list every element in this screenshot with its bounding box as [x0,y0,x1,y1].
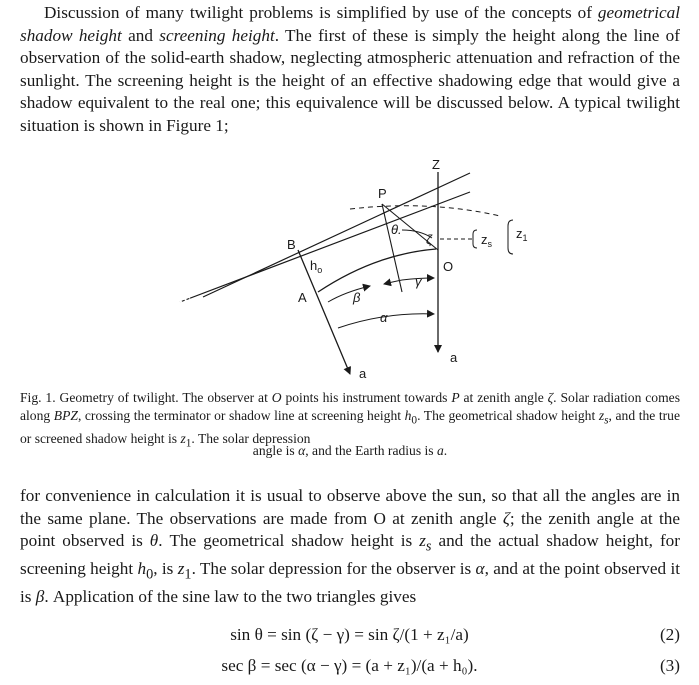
ray-lower [179,191,471,303]
figure-caption: Fig. 1. Geometry of twilight. The observ… [20,390,680,450]
label-z1: z1 [516,226,528,243]
vertical-at-p [381,203,403,293]
equation-2-number: (2) [659,625,680,644]
label-o: O [443,259,453,274]
label-zeta: ζ [426,232,433,247]
beta-arc [327,283,371,303]
label-theta: θ. [391,222,402,237]
shadow-arc-dashed [349,205,501,217]
label-ho: ho [310,258,322,275]
figure-diagram: Z P B A O θ. ζ ho zs z1 β γ α a a [179,157,528,381]
earth-surface [317,248,437,293]
gamma-arc-left [383,278,403,287]
label-a-radius-left: a [359,366,367,381]
label-a-radius-right: a [450,350,458,365]
intro-text-2: and [121,25,160,45]
term-geometrical-shadow-height: geometrical shadow height [20,3,680,45]
label-gamma: γ [415,274,423,289]
body-paragraph: for convenience in calculation it is usu… [20,486,681,607]
label-zs: zs [481,232,493,249]
equation-3-number: (3) [659,656,680,675]
figure-caption-last-line: angle is α, and the Earth radius is a. [252,443,448,458]
intro-paragraph: Discussion of many twilight problems is … [20,2,680,138]
term-screening-height: screening height [159,25,275,45]
twilight-geometry-figure: Z P B A O θ. ζ ho zs z1 β γ α a a [170,152,560,384]
label-z: Z [432,157,440,172]
equation-3: sec β = sec (α − γ) = (a + z₁)/(a + h₀).… [0,656,699,680]
label-b: B [287,237,296,252]
equation-3-body: sec β = sec (α − γ) = (a + z₁)/(a + h₀). [221,656,478,675]
intro-text-1: Discussion of many twilight problems is … [44,3,592,22]
label-beta: β [352,290,361,305]
equation-2-body: sin θ = sin (ζ − γ) = sin ζ/(1 + z₁/a) [230,625,469,644]
z1-brace [507,219,514,255]
line-of-sight [381,203,439,251]
label-a: A [298,290,307,305]
label-p: P [378,186,387,201]
zs-brace [472,229,478,249]
equation-2: sin θ = sin (ζ − γ) = sin ζ/(1 + z₁/a) (… [0,625,699,649]
radius-line-left [297,249,351,375]
label-alpha: α [380,310,388,325]
intro-text-3: . The first of these is simply the heigh… [20,25,680,135]
gamma-arc-right [401,274,435,283]
zeta-arc [401,229,433,239]
caption-prefix: Fig. 1. [20,390,56,405]
alpha-arc [337,309,435,329]
